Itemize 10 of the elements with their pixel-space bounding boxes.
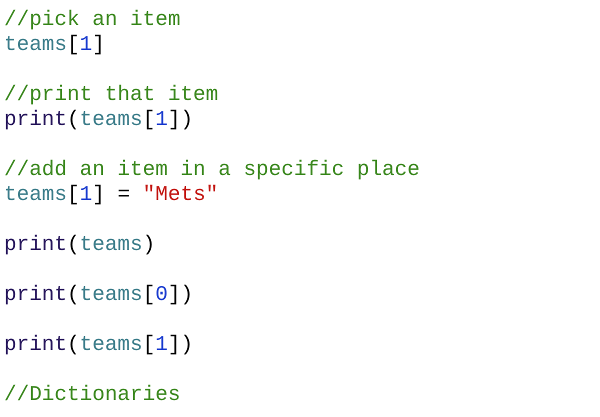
code-line: print(teams) xyxy=(4,233,156,258)
code-line: teams[1] = "Mets" xyxy=(4,183,218,208)
code-line: print(teams[1]) xyxy=(4,333,194,358)
code-line: teams[1] xyxy=(4,33,105,58)
code-comment: //print that item xyxy=(4,83,218,108)
code-comment: //add an item in a specific place xyxy=(4,158,420,183)
code-line: print(teams[0]) xyxy=(4,283,194,308)
code-comment: //pick an item xyxy=(4,8,180,33)
code-comment: //Dictionaries xyxy=(4,383,180,408)
code-line: print(teams[1]) xyxy=(4,108,194,133)
